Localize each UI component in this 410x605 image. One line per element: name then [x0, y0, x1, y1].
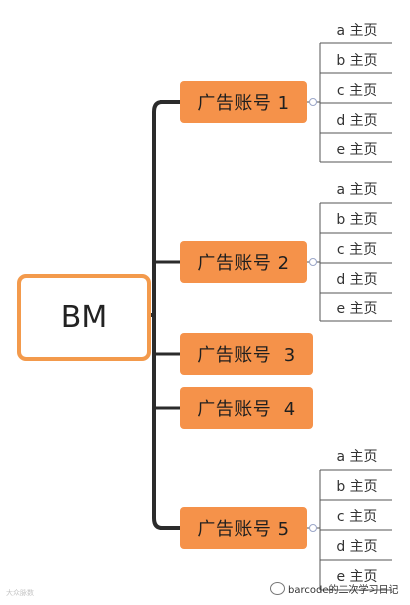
leaf-node-5d[interactable]: d 主页 [322, 531, 392, 561]
leaf-node-5e[interactable]: e 主页 [322, 561, 392, 591]
root-node-bm[interactable]: BM [17, 274, 151, 361]
wechat-icon [270, 582, 285, 595]
branch-label: 广告账号 5 [197, 519, 290, 540]
branch-label: 广告账号 2 [197, 253, 290, 274]
leaf-node-2d[interactable]: d 主页 [322, 264, 392, 294]
leaf-node-2c[interactable]: c 主页 [322, 234, 392, 264]
leaf-label: a 主页 [336, 449, 378, 465]
leaf-node-1a[interactable]: a 主页 [322, 15, 392, 45]
root-label: BM [60, 300, 108, 335]
leaf-label: d 主页 [336, 539, 378, 555]
leaf-node-1e[interactable]: e 主页 [322, 134, 392, 164]
leaf-label: e 主页 [336, 569, 378, 585]
leaf-node-1d[interactable]: d 主页 [322, 105, 392, 135]
branch-node-ad-account-4[interactable]: 广告账号 4 [180, 387, 313, 429]
leaf-label: e 主页 [336, 142, 378, 158]
leaf-group-branch-2 [307, 202, 392, 322]
leaf-label: e 主页 [336, 301, 378, 317]
leaf-group-branch-5 [307, 469, 392, 591]
leaf-label: c 主页 [336, 83, 378, 99]
collapse-toggle-5 [309, 524, 317, 532]
leaf-node-2b[interactable]: b 主页 [322, 204, 392, 234]
leaf-label: c 主页 [336, 509, 378, 525]
leaf-label: d 主页 [336, 113, 378, 129]
branch-node-ad-account-1[interactable]: 广告账号 1 [180, 81, 307, 123]
leaf-label: b 主页 [336, 53, 378, 69]
watermark-left-text: 大众脉数 [6, 589, 34, 597]
leaf-node-5a[interactable]: a 主页 [322, 441, 392, 471]
collapse-toggle-2 [309, 258, 317, 266]
branch-node-ad-account-2[interactable]: 广告账号 2 [180, 241, 307, 283]
leaf-node-2a[interactable]: a 主页 [322, 174, 392, 204]
leaf-label: a 主页 [336, 182, 378, 198]
watermark-right: barcode的二次学习日记 [270, 581, 398, 596]
branch-label: 广告账号 4 [197, 399, 296, 420]
leaf-label: b 主页 [336, 212, 378, 228]
watermark-right-text: barcode的二次学习日记 [288, 585, 399, 596]
branch-node-ad-account-3[interactable]: 广告账号 3 [180, 333, 313, 375]
leaf-node-2e[interactable]: e 主页 [322, 293, 392, 323]
leaf-label: d 主页 [336, 272, 378, 288]
trunk-line [152, 100, 163, 530]
leaf-node-1c[interactable]: c 主页 [322, 75, 392, 105]
leaf-label: a 主页 [336, 23, 378, 39]
leaf-node-5b[interactable]: b 主页 [322, 471, 392, 501]
collapse-toggle-1 [309, 98, 317, 106]
leaf-node-5c[interactable]: c 主页 [322, 501, 392, 531]
leaf-group-branch-1 [307, 42, 392, 163]
leaf-label: c 主页 [336, 242, 378, 258]
branch-label: 广告账号 3 [197, 345, 296, 366]
leaf-label: b 主页 [336, 479, 378, 495]
watermark-left: 大众脉数 [6, 588, 34, 598]
branch-node-ad-account-5[interactable]: 广告账号 5 [180, 507, 307, 549]
branch-label: 广告账号 1 [197, 93, 290, 114]
leaf-node-1b[interactable]: b 主页 [322, 45, 392, 75]
